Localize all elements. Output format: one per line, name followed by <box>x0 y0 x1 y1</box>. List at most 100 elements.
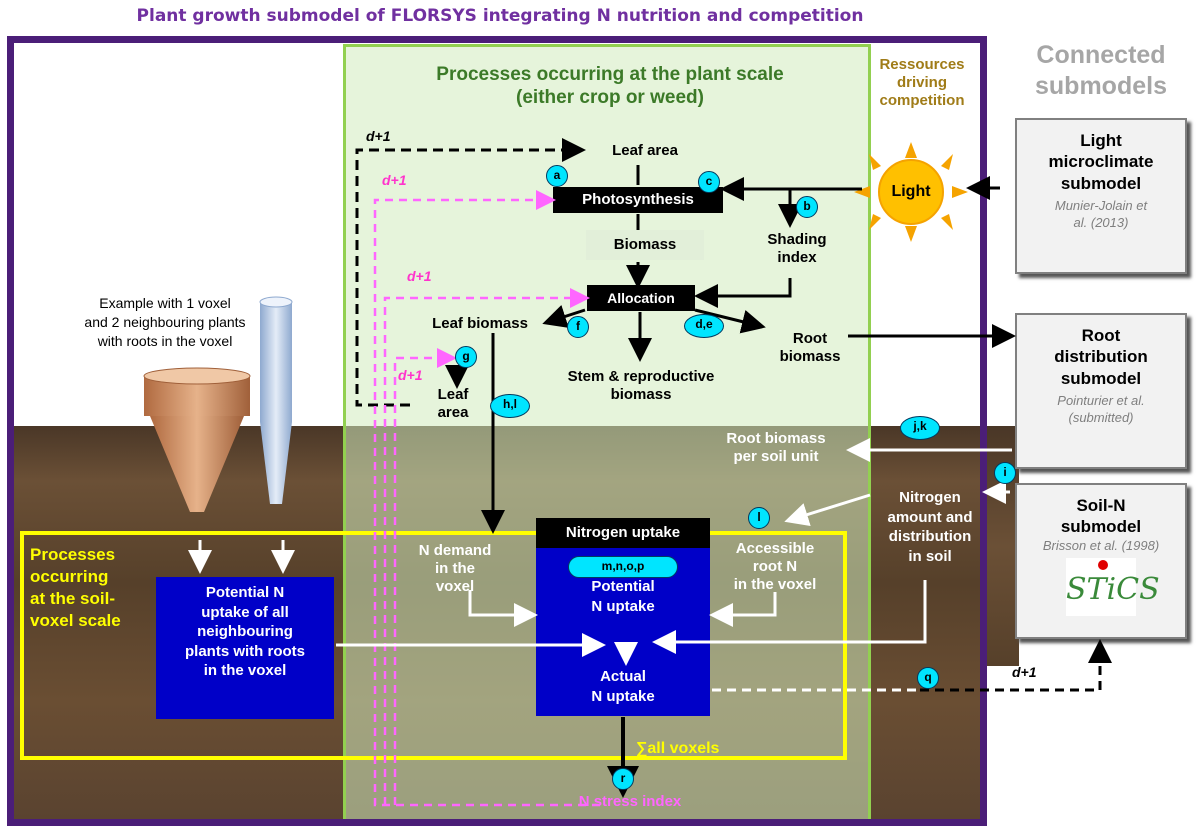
connected-submodels-heading: Connected submodels <box>1006 40 1196 103</box>
d1-label-pink-3: d+1 <box>398 367 423 383</box>
soil-scale-line2: occurring <box>30 567 109 587</box>
light-submodel-box: Light microclimate submodel Munier-Jolai… <box>1015 118 1187 274</box>
uptake-blue-box: Potential N uptake Actual N uptake <box>536 548 710 716</box>
shading-line2: index <box>777 249 817 266</box>
plant-scale-heading: Processes occurring at the plant scale (… <box>360 64 860 110</box>
photosynthesis-box: Photosynthesis <box>553 187 723 213</box>
potall-line5: in the voxel <box>203 662 287 679</box>
sun-icon <box>854 142 968 242</box>
example-line1: Example with 1 voxel <box>99 295 231 311</box>
leaf-area-top: Leaf area <box>612 142 678 159</box>
soiln-submodel-l1: Soil-N <box>1076 496 1126 515</box>
root-soil-line2: per soil unit <box>733 448 819 465</box>
page-title: Plant growth submodel of FLORSYS integra… <box>136 6 864 26</box>
nitrogen-line2: amount and <box>887 508 973 526</box>
nitrogen-uptake-box: Nitrogen uptake <box>536 518 710 548</box>
ndemand-line2: in the <box>435 560 475 577</box>
d1-label-pink-2: d+1 <box>407 268 432 284</box>
connected-line1: Connected <box>1036 41 1166 69</box>
access-line1: Accessible <box>735 540 815 557</box>
nitrogen-line4: in soil <box>908 547 952 565</box>
ndemand-line1: N demand <box>418 542 492 559</box>
circle-l: l <box>748 507 770 529</box>
access-line2: root N <box>752 558 798 575</box>
light-submodel-ref2: al. (2013) <box>1073 214 1129 230</box>
soil-scale-line1: Processes <box>30 545 116 564</box>
d1-label-pink-1: d+1 <box>382 172 407 188</box>
light-submodel-ref1: Munier-Jolain et <box>1054 197 1148 213</box>
soil-voxel-scale-box <box>20 531 847 760</box>
ressources-line2: driving <box>896 74 947 91</box>
circle-q: q <box>917 667 939 689</box>
actual-uptake-line2: N uptake <box>591 688 655 705</box>
plant-scale-line2: (either crop or weed) <box>516 86 704 108</box>
light-label: Light <box>891 183 931 200</box>
root-per-soil: Root biomass per soil unit <box>706 430 846 466</box>
root-biomass-line2: biomass <box>779 348 841 365</box>
soil-scale-heading: Processes occurring at the soil- voxel s… <box>30 544 150 632</box>
allocation-box: Allocation <box>587 285 695 311</box>
light-submodel-l2: microclimate <box>1048 152 1154 172</box>
root-submodel-box: Root distribution submodel Pointurier et… <box>1015 313 1187 469</box>
light-submodel-l1: Light <box>1080 131 1122 150</box>
d1-label-soiln: d+1 <box>1012 664 1037 680</box>
root-biomass: Root biomass <box>770 330 850 366</box>
plant-scale-line1: Processes occurring at the plant scale <box>436 64 784 85</box>
soil-scale-line3: at the soil- <box>30 589 116 609</box>
soiln-submodel-ref1: Brisson et al. (1998) <box>1042 537 1160 553</box>
potall-line3: neighbouring <box>197 623 293 640</box>
stics-logo-dot <box>1098 560 1108 571</box>
potall-line1: Potential N <box>205 584 285 601</box>
sum-all-voxels: ∑all voxels <box>636 740 720 757</box>
leaf-area-bot-line1: Leaf <box>437 386 469 403</box>
circle-g: g <box>455 346 477 368</box>
potall-line2: uptake of all <box>201 603 289 621</box>
ressources-heading: Ressources driving competition <box>866 56 978 110</box>
root-submodel-l3: submodel <box>1060 368 1142 388</box>
circle-jk: j,k <box>900 416 940 440</box>
stem-line2: biomass <box>610 386 672 403</box>
d1-label-black: d+1 <box>366 128 391 144</box>
circle-i: i <box>994 462 1016 484</box>
ressources-line1: Ressources <box>879 56 965 73</box>
potential-uptake-line1: Potential <box>591 578 655 595</box>
nitrogen-soil: Nitrogen amount and distribution in soil <box>870 488 990 566</box>
potential-all-box: Potential N uptake of all neighbouring p… <box>156 577 334 719</box>
root-soil-line1: Root biomass <box>726 430 826 447</box>
circle-mnop: m,n,o,p <box>568 556 678 578</box>
root-cylinders-icon <box>143 296 293 512</box>
soiln-submodel-box: Soil-N submodel Brisson et al. (1998) ST… <box>1015 483 1187 639</box>
florsys-frame <box>7 36 987 826</box>
circle-a: a <box>546 165 568 187</box>
n-demand: N demand in the voxel <box>410 542 500 596</box>
ndemand-line3: voxel <box>435 578 475 595</box>
circle-b: b <box>796 196 818 218</box>
n-stress-index: N stress index <box>578 793 682 810</box>
ressources-line3: competition <box>879 92 965 109</box>
potall-line4: plants with roots <box>185 642 305 660</box>
potential-uptake-line2: N uptake <box>591 598 655 615</box>
root-biomass-line1: Root <box>792 330 828 347</box>
accessible-root-n: Accessible root N in the voxel <box>720 540 830 594</box>
soil-scale-line4: voxel scale <box>30 611 121 631</box>
circle-c: c <box>698 171 720 193</box>
shading-index: Shading index <box>752 231 842 267</box>
soiln-submodel-l2: submodel <box>1060 517 1142 537</box>
example-line3: with roots in the voxel <box>97 332 233 349</box>
nitrogen-line1: Nitrogen <box>899 489 961 506</box>
leaf-area-bot-line2: area <box>437 404 469 421</box>
root-submodel-ref2: (submitted) <box>1068 409 1134 425</box>
stem-biomass: Stem & reproductive biomass <box>535 368 747 404</box>
root-submodel-l2: distribution <box>1054 347 1148 367</box>
circle-f: f <box>567 316 589 338</box>
circle-de: d,e <box>684 314 724 338</box>
actual-uptake-line1: Actual <box>600 668 646 685</box>
access-line3: in the voxel <box>733 576 817 593</box>
circle-hl: h,l <box>490 394 530 418</box>
leaf-biomass: Leaf biomass <box>432 315 528 332</box>
example-line2: and 2 neighbouring plants <box>84 313 246 330</box>
example-text: Example with 1 voxel and 2 neighbouring … <box>40 294 290 351</box>
stem-line1: Stem & reproductive <box>567 368 715 385</box>
shading-line1: Shading <box>767 231 827 248</box>
